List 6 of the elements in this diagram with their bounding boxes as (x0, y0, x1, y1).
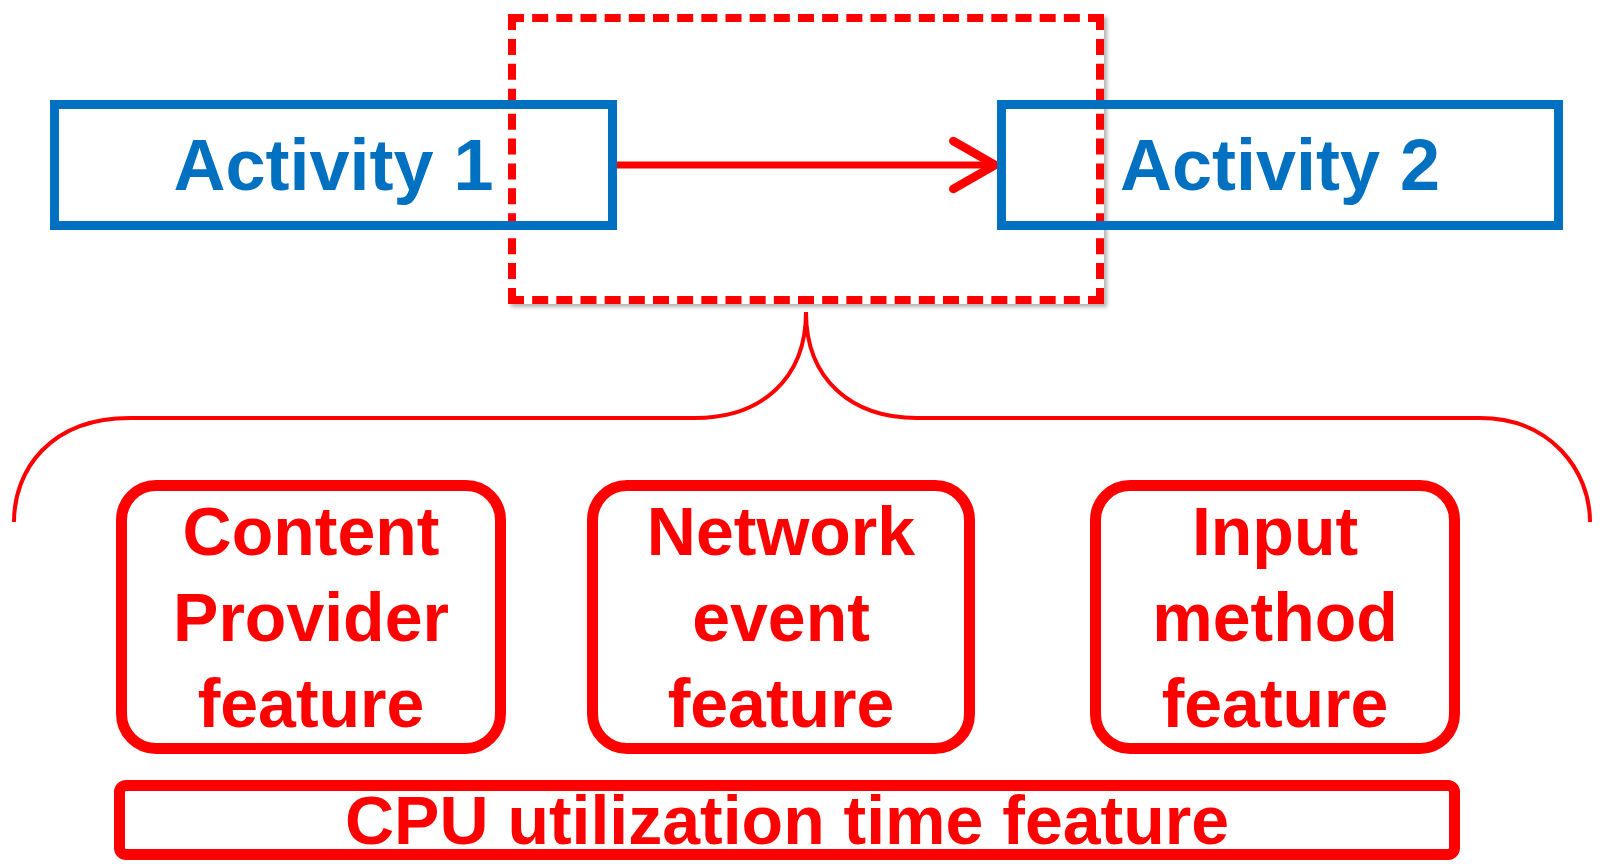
feature-box: Network event feature (587, 480, 975, 754)
feature-box: Content Provider feature (116, 480, 506, 754)
feature-bar: CPU utilization time feature (114, 780, 1460, 860)
feature-box: Input method feature (1090, 480, 1460, 754)
activity-box: Activity 2 (997, 100, 1563, 230)
activity-box: Activity 1 (50, 100, 617, 230)
